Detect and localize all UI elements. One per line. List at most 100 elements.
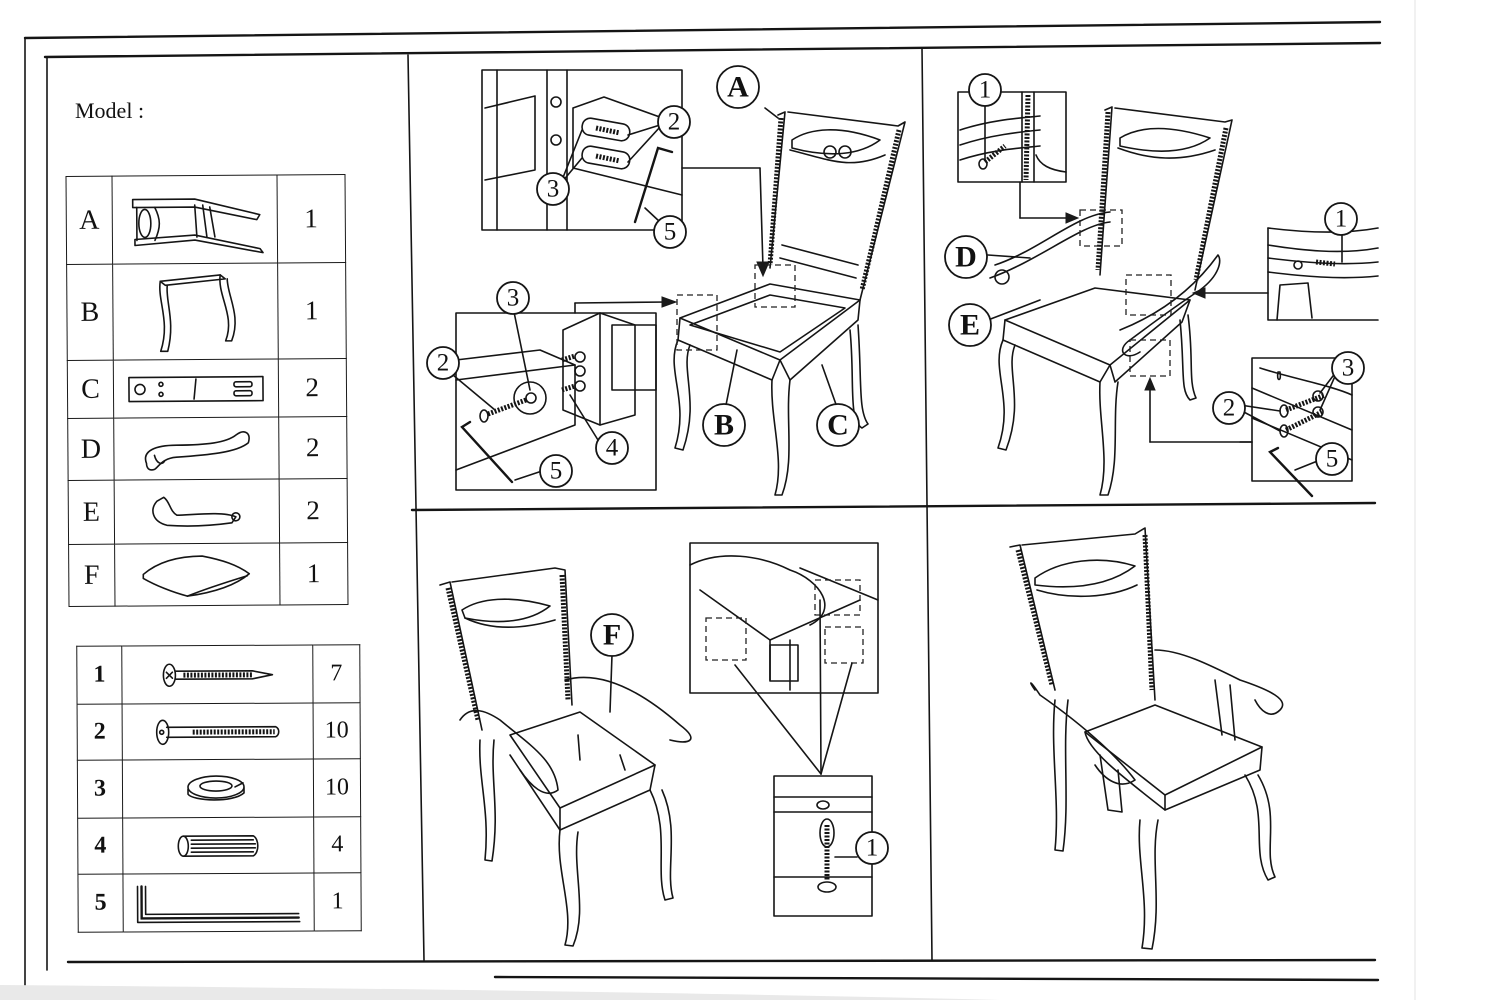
step-1-panel: 2 3 5 — [426, 65, 906, 496]
callout-bolt-2: 2 — [668, 109, 681, 136]
callout-part-f: F — [603, 619, 621, 652]
step-2-detail-bottom-right: 3 2 5 — [1212, 351, 1365, 498]
seat-cushion-icon — [142, 554, 250, 597]
part-qty: 1 — [276, 174, 346, 264]
callout-part-e: E — [960, 309, 980, 342]
callout-washer-3: 3 — [507, 285, 520, 312]
callout-washer-3: 3 — [1342, 355, 1355, 382]
wood-screw-icon — [162, 662, 274, 687]
step-1-detail-top: 2 3 5 — [481, 69, 770, 278]
hardware-image-wooden-dowel — [122, 817, 314, 875]
hardware-image-allen-key — [122, 873, 315, 933]
callout-dowel-4: 4 — [606, 435, 619, 462]
parts-row-e: E 2 — [68, 478, 348, 545]
part-id: C — [67, 360, 114, 419]
allen-key-icon — [136, 884, 301, 923]
callout-screw-1: 1 — [979, 77, 992, 104]
callout-part-a: A — [727, 71, 749, 104]
divider-left — [407, 54, 425, 961]
hardware-qty: 4 — [313, 816, 361, 874]
frame-bottom-extra — [493, 975, 1380, 982]
callout-bolt-2: 2 — [1223, 395, 1236, 422]
hardware-id: 5 — [77, 874, 124, 933]
part-image-armrest — [113, 417, 279, 481]
hardware-id: 1 — [76, 646, 123, 705]
frame-top-outer — [23, 20, 1382, 40]
hardware-id: 4 — [77, 818, 123, 875]
part-id: F — [68, 544, 115, 607]
part-image-side-rail — [113, 359, 279, 419]
divider-middle — [921, 47, 933, 961]
callout-key-5: 5 — [664, 219, 677, 246]
hardware-image-spring-washer — [122, 759, 314, 819]
leg-frame-icon — [158, 273, 236, 352]
hardware-row-4: 4 4 — [77, 816, 361, 875]
part-id: A — [66, 176, 113, 265]
callout-part-d: D — [955, 241, 977, 274]
arm-support-icon — [151, 496, 241, 527]
step-3-chair-drawing: F — [439, 567, 692, 947]
part-qty: 1 — [279, 542, 348, 605]
step-4-assembled-chair — [1009, 527, 1284, 950]
side-rail-icon — [127, 375, 264, 402]
hex-bolt-icon — [155, 718, 280, 745]
part-image-arm-support — [114, 479, 280, 545]
hardware-qty: 10 — [313, 702, 361, 760]
frame-bottom — [66, 958, 1377, 964]
part-qty: 2 — [278, 478, 348, 544]
parts-row-c: C 2 — [67, 358, 347, 419]
step-2-detail-right: 1 — [1267, 202, 1379, 321]
callout-screw-1: 1 — [1335, 206, 1348, 233]
model-label: Model : — [75, 98, 145, 123]
wooden-dowel-icon — [177, 834, 259, 857]
hardware-id: 2 — [77, 704, 123, 761]
divider-horizontal — [410, 501, 1377, 512]
step-1-detail-bottom: 3 2 4 5 — [426, 281, 678, 491]
hardware-list-table: 1 7 2 10 3 — [76, 644, 362, 933]
parts-row-a: A 1 — [66, 174, 346, 265]
hardware-qty: 10 — [313, 758, 361, 818]
hardware-id: 3 — [77, 760, 123, 819]
hardware-image-hex-bolt — [122, 703, 314, 761]
part-id: D — [67, 418, 115, 481]
part-id: E — [68, 480, 115, 545]
step-4-panel — [1009, 527, 1284, 950]
step-3-panel: F 1 — [439, 542, 889, 947]
part-image-leg-frame — [112, 263, 278, 361]
callout-bolt-2: 2 — [437, 350, 450, 377]
callout-screw-1: 1 — [866, 835, 879, 862]
part-qty: 1 — [277, 262, 347, 360]
part-id: B — [66, 264, 114, 361]
scan-shadow — [0, 985, 1000, 1000]
parts-row-b: B 1 — [66, 262, 347, 361]
armrest-icon — [144, 430, 250, 471]
hardware-row-2: 2 10 — [77, 702, 361, 761]
callout-key-5: 5 — [1326, 446, 1339, 473]
step-2-chair-drawing: D E — [944, 106, 1269, 496]
part-image-seat — [114, 543, 280, 607]
hardware-image-wood-screw — [121, 645, 314, 705]
step-3-detail-frame — [689, 542, 879, 694]
hardware-row-1: 1 7 — [76, 644, 361, 705]
step-2-panel: 1 — [944, 73, 1379, 498]
chair-back-frame-icon — [131, 197, 264, 253]
parts-row-f: F 1 — [68, 542, 348, 607]
callout-key-5: 5 — [550, 458, 563, 485]
frame-top-inner — [43, 41, 1382, 59]
callout-washer-3: 3 — [547, 176, 560, 203]
part-image-back-frame — [111, 175, 278, 265]
part-qty: 2 — [278, 416, 348, 480]
callout-part-c: C — [827, 409, 849, 442]
hardware-qty: 7 — [312, 644, 361, 704]
step-3-detail-screw: 1 — [734, 599, 889, 917]
hardware-qty: 1 — [313, 872, 362, 932]
hardware-row-3: 3 10 — [77, 758, 361, 819]
callout-part-b: B — [714, 409, 734, 442]
step-2-detail-top-left: 1 — [957, 73, 1080, 224]
parts-list-table: A 1 B 1 C — [65, 174, 349, 607]
part-qty: 2 — [277, 358, 347, 418]
hardware-row-5: 5 1 — [77, 872, 362, 933]
spring-washer-icon — [187, 774, 245, 801]
step-1-chair-drawing: A B C — [673, 65, 906, 496]
